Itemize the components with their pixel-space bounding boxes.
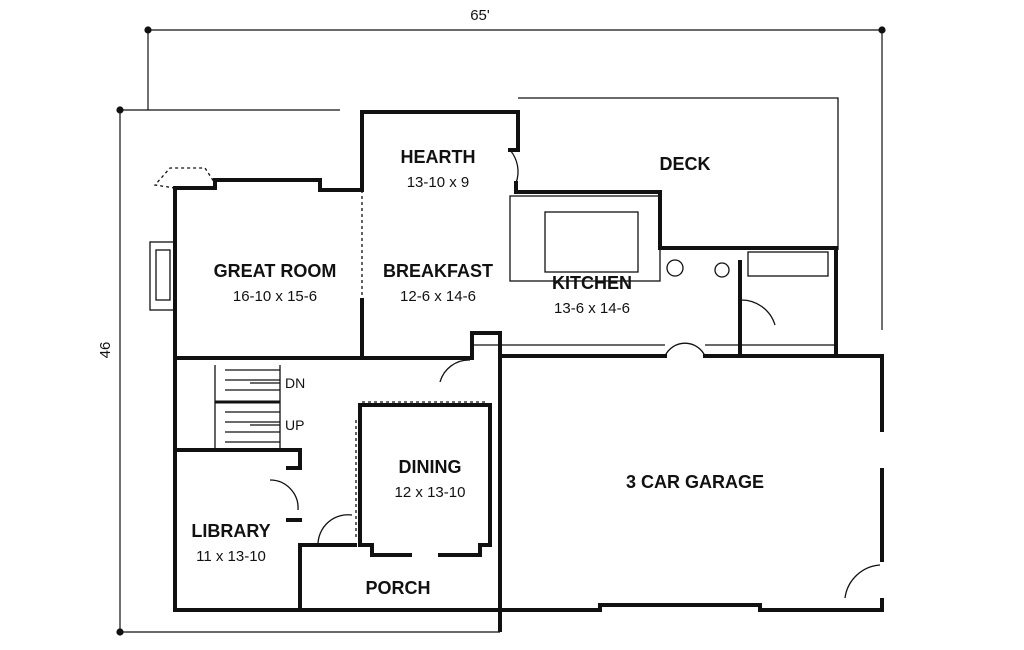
- stair-up-label: UP: [285, 417, 304, 433]
- room-name-breakfast: BREAKFAST: [383, 261, 493, 281]
- walls: [173, 110, 884, 632]
- room-name-hearth: HEARTH: [401, 147, 476, 167]
- width-dimension: 65': [470, 7, 490, 24]
- stair-down-label: DN: [285, 375, 305, 391]
- room-size-library: 11 x 13-10: [196, 548, 266, 565]
- room-name-garage: 3 CAR GARAGE: [626, 472, 764, 492]
- room-name-library: LIBRARY: [191, 521, 270, 541]
- room-size-breakfast: 12-6 x 14-6: [400, 288, 476, 305]
- room-name-dining: DINING: [399, 457, 462, 477]
- room-size-hearth: 13-10 x 9: [407, 174, 470, 191]
- room-name-porch: PORCH: [365, 578, 430, 598]
- room-name-deck: DECK: [659, 154, 710, 174]
- thin-lines: [149, 97, 881, 599]
- dimension-lines: [116, 26, 886, 636]
- depth-dimension: 46: [97, 342, 114, 359]
- room-size-dining: 12 x 13-10: [395, 484, 466, 501]
- room-labels: GREAT ROOM 16-10 x 15-6 HEARTH 13-10 x 9…: [191, 147, 764, 598]
- room-size-kitchen: 13-6 x 14-6: [554, 300, 630, 317]
- room-name-kitchen: KITCHEN: [552, 273, 632, 293]
- room-size-great-room: 16-10 x 15-6: [233, 288, 317, 305]
- room-name-great-room: GREAT ROOM: [214, 261, 337, 281]
